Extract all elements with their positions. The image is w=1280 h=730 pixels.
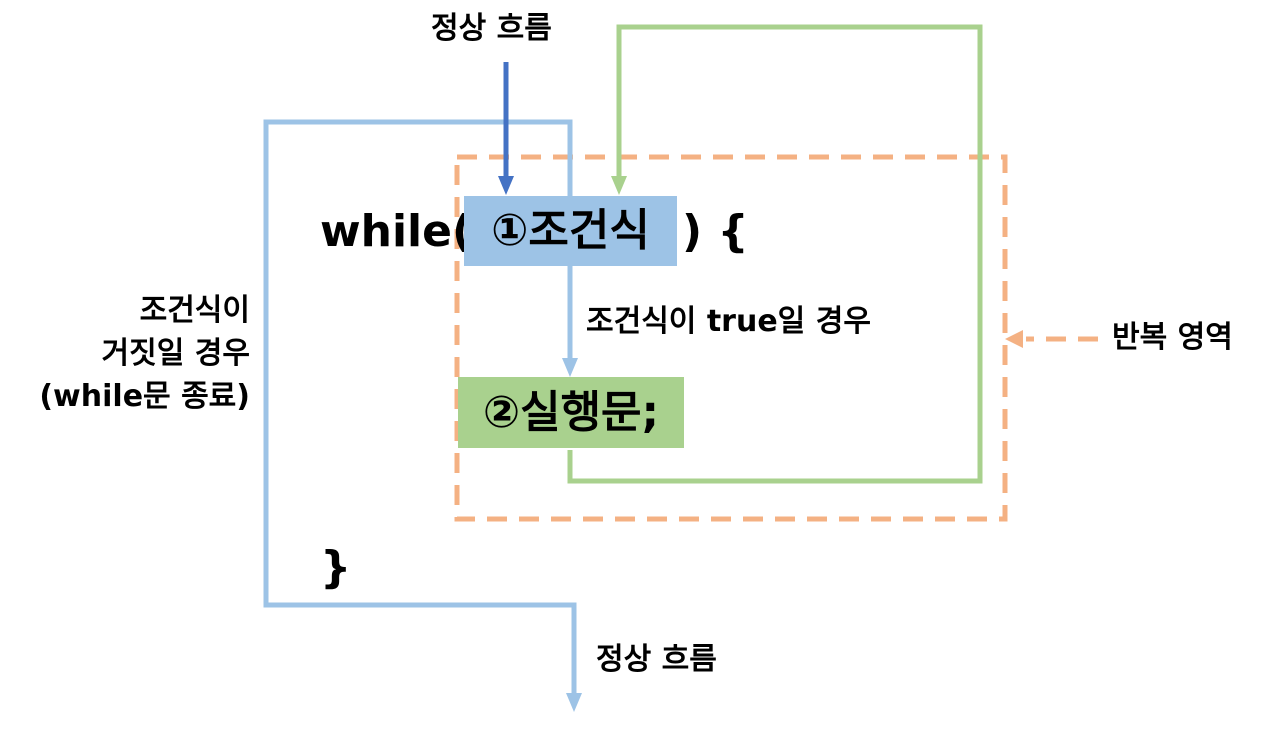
false-label-line-2: 거짓일 경우 [101,336,250,371]
entry-flow-arrowhead [498,176,514,195]
close-paren-brace: ) { [682,206,749,257]
statement-box: ②실행문; [458,377,684,448]
true-condition-label: 조건식이 true일 경우 [586,304,871,339]
while-keyword: while( [320,206,473,257]
condition-label: ①조건식 [491,205,650,256]
repeat-region-pointer-arrowhead [1005,330,1023,348]
false-label-line-1: 조건식이 [139,293,250,328]
false-exit-path [263,119,577,695]
true-path-arrowhead [562,358,578,377]
closing-brace: } [320,542,352,593]
repeat-region-label: 반복 영역 [1112,320,1233,355]
repeat-region-box [454,154,1008,522]
loop-back-arrowhead [611,176,627,195]
bottom-flow-label: 정상 흐름 [596,642,717,677]
false-label-line-3: (while문 종료) [39,379,250,414]
exit-arrowhead [566,693,582,712]
statement-label: ②실행문; [482,386,660,438]
top-flow-label: 정상 흐름 [431,11,552,46]
false-condition-label: 조건식이 거짓일 경우 (while문 종료) [39,289,250,418]
condition-box: ①조건식 [464,196,677,266]
loop-back-path [567,24,983,484]
